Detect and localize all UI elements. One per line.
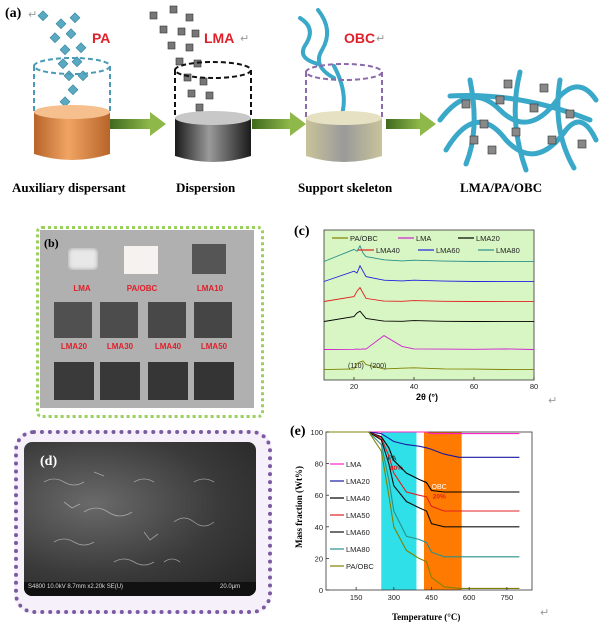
tga-series-lma60 [326, 431, 520, 528]
sample-lma40 [148, 302, 186, 338]
label-obc: OBC [344, 30, 376, 46]
tga-xtick-label: 300 [388, 593, 401, 602]
tga-legend-item: LMA20 [346, 477, 370, 486]
tga-xtick-label: 150 [350, 593, 363, 602]
panel-b-label: (b) [44, 236, 59, 250]
panel-a-label: (a) [5, 6, 22, 21]
tga-series-lma50 [326, 431, 520, 512]
tga-legend-item: LMA [346, 460, 361, 469]
sample-lma50 [194, 302, 232, 338]
sample-name: LMA40 [154, 342, 182, 351]
tga-ytick-label: 40 [315, 523, 323, 532]
panel-c-label: (c) [294, 224, 310, 239]
tga-xtick-label: 600 [463, 593, 476, 602]
panel-e-label: (e) [290, 424, 306, 439]
tga-series-lma [326, 431, 520, 435]
sample-name: PA/OBC [126, 284, 158, 293]
sem-image: S4800 10.0kV 8.7mm x2.20k SE(U) 20.0μm [24, 442, 256, 596]
xrd-peak-label: (200) [370, 363, 386, 370]
tga-chart: PA 80% OBC 20% LMA LMA20LMA40LMA50LMA60LMA80P… [310, 428, 533, 602]
pa-region-label: PA [388, 455, 397, 462]
tga-legend-item: PA/OBC [346, 562, 374, 571]
sample-lma20 [54, 302, 92, 338]
sample-name: LMA [73, 284, 91, 293]
return-mark: ↵ [28, 8, 38, 21]
sample-name: LMA20 [60, 342, 88, 351]
return-mark: ↵ [240, 32, 250, 45]
sem-info-bar [24, 582, 256, 596]
xrd-tick-label: 20 [350, 382, 358, 390]
xrd-series-lma20 [323, 310, 534, 323]
pa-particles [37, 10, 89, 108]
xrd-legend-item: LMA60 [436, 246, 460, 255]
tga-xlabel: Temperature (°C) [392, 612, 461, 622]
tga-xtick-label: 450 [425, 593, 438, 602]
xrd-plot-area [323, 229, 535, 381]
xrd-peak-label: (110) [348, 363, 364, 370]
pa-region-pct: 80% [390, 465, 403, 472]
return-mark: ↵ [540, 606, 550, 619]
composite-network [437, 69, 599, 173]
sample-name: LMA10 [196, 284, 224, 293]
caption-composite: LMA/PA/OBC [460, 180, 543, 195]
tga-series-lma80 [326, 431, 520, 558]
sem-caption: S4800 10.0kV 8.7mm x2.20k SE(U) [28, 584, 124, 590]
xrd-tick-label: 60 [470, 382, 478, 390]
sample-pa-obc [124, 246, 158, 274]
xrd-series-lma [323, 335, 535, 350]
panel-a-schematic [33, 5, 599, 173]
caption-support: Support skeleton [298, 180, 393, 195]
tga-legend-item: LMA40 [346, 494, 370, 503]
sample-row3 [194, 362, 234, 400]
sample-row3 [54, 362, 94, 400]
tga-ytick-label: 0 [319, 586, 323, 595]
lma-particles [149, 5, 214, 112]
sample-row3 [148, 362, 188, 400]
tga-series-lma40 [326, 431, 520, 493]
tga-ytick-label: 100 [310, 428, 323, 437]
sample-name: LMA50 [200, 342, 228, 351]
label-pa: PA [92, 30, 111, 46]
return-mark: ↵ [548, 394, 558, 407]
return-mark: ↵ [376, 32, 386, 45]
caption-auxiliary: Auxiliary dispersant [12, 180, 126, 195]
xrd-series-lma40 [323, 286, 534, 303]
sem-scale: 20.0μm [220, 584, 241, 590]
sample-name: LMA30 [106, 342, 134, 351]
sample-lma [68, 248, 98, 270]
xrd-legend-item: LMA20 [476, 234, 500, 243]
tga-legend-item: LMA60 [346, 528, 370, 537]
xrd-legend-item: PA/OBC [350, 234, 378, 243]
xrd-legend-item: LMA [416, 234, 431, 243]
xrd-series-lma80 [323, 244, 534, 263]
tga-legend-item: LMA50 [346, 511, 370, 520]
xrd-legend-item: LMA40 [376, 246, 400, 255]
tga-ytick-label: 80 [315, 460, 323, 469]
xrd-tick-label: 80 [530, 382, 538, 390]
panel-d-label: (d) [40, 454, 58, 469]
sample-lma10 [192, 244, 226, 274]
tga-legend-item: LMA80 [346, 545, 370, 554]
label-lma: LMA [204, 30, 235, 46]
obc-region-label: OBC [432, 484, 447, 491]
xrd-xlabel: 2θ (°) [416, 392, 438, 402]
panel-b-photo: (b) LMA PA/OBC LMA10 LMA20 LMA30 LMA40 L… [40, 230, 254, 408]
caption-dispersion: Dispersion [176, 180, 236, 195]
xrd-legend-item: LMA80 [496, 246, 520, 255]
xrd-tick-label: 40 [410, 382, 418, 390]
sample-lma30 [100, 302, 138, 338]
sample-row3 [100, 362, 140, 400]
xrd-series-lma60 [323, 264, 534, 283]
tga-ytick-label: 20 [315, 554, 323, 563]
tga-series-lma20 [326, 431, 520, 458]
panel-b-frame [36, 226, 264, 418]
tga-series-pa-obc [326, 431, 520, 589]
xrd-series-pa-obc [323, 360, 535, 371]
tga-plot-area [325, 431, 533, 591]
tga-ytick-label: 60 [315, 491, 323, 500]
tga-xtick-label: 750 [501, 593, 514, 602]
obc-region-pct: 20% [433, 493, 446, 500]
